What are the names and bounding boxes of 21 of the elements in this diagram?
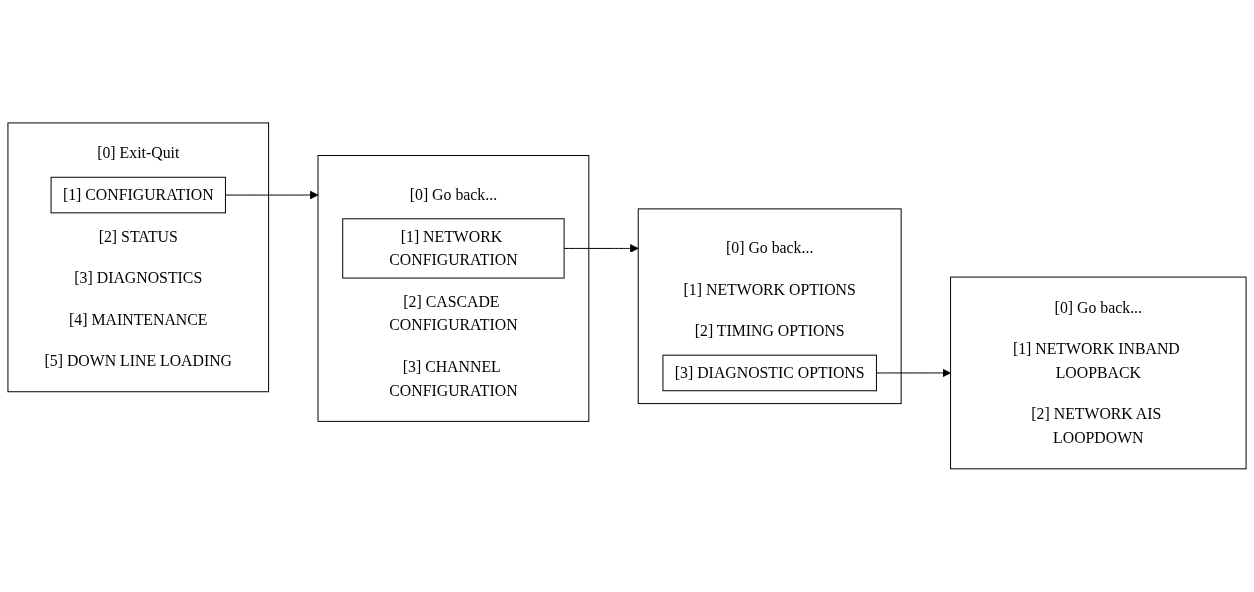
node-text: [2] CASCADE CONFIGURATION	[389, 293, 518, 334]
node-text: [2] TIMING OPTIONS	[694, 322, 845, 340]
node-text: [2] STATUS	[98, 227, 178, 245]
cluster	[7, 122, 270, 393]
node-box: [1] NETWORK CONFIGURATION	[342, 218, 565, 279]
cluster	[317, 155, 590, 422]
node-text: [0] Exit-Quit	[97, 144, 180, 162]
node-text: [0] Go back...	[1054, 298, 1143, 316]
node-box: [1] CONFIGURATION	[50, 176, 226, 214]
node-text: [2] NETWORK AIS LOOPDOWN	[1031, 405, 1162, 447]
node-text: [1] NETWORK OPTIONS	[683, 281, 856, 298]
node-box: [3] DIAGNOSTIC OPTIONS	[662, 354, 877, 392]
cluster	[637, 208, 902, 405]
cluster	[950, 276, 1247, 470]
node-text: [0] Go back...	[725, 239, 814, 257]
node-text: [3] DIAGNOSTICS	[74, 269, 203, 287]
node-text: [5] DOWN LINE LOADING	[44, 352, 233, 370]
node-text: [4] MAINTENANCE	[69, 310, 208, 328]
node-text: [3] CHANNEL CONFIGURATION	[389, 358, 518, 399]
node-text: [0] Go back...	[409, 186, 498, 204]
node-text: [1] NETWORK INBAND LOOPBACK	[1012, 340, 1180, 381]
